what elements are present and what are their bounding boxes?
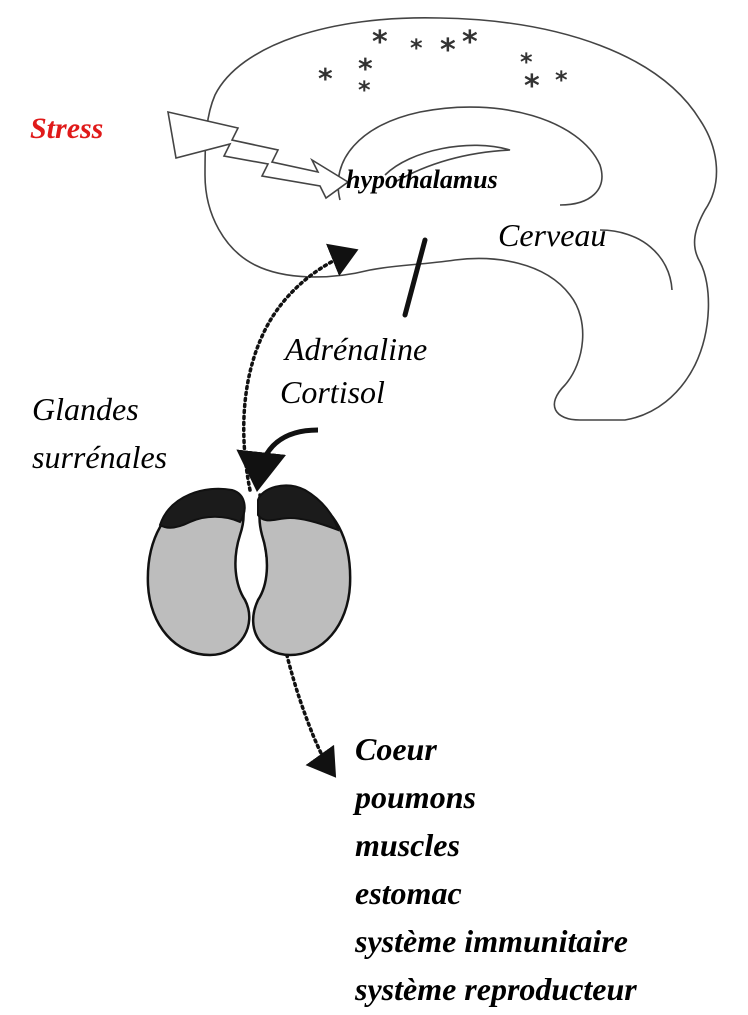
hypothalamus-label: hypothalamus xyxy=(346,165,498,194)
brain-outline xyxy=(205,18,716,420)
right-adrenal-gland xyxy=(253,485,350,655)
target-organs-list: Coeur poumons muscles estomac système im… xyxy=(352,731,637,1007)
star-icon: * xyxy=(372,25,388,60)
target-organ: système immunitaire xyxy=(354,923,628,959)
target-organ: estomac xyxy=(355,875,462,911)
cortisol-label: Cortisol xyxy=(280,374,385,410)
star-icon: * xyxy=(440,33,456,68)
target-organ: système reproducteur xyxy=(354,971,637,1007)
dotted-arrow-to-hypothalamus xyxy=(244,252,352,490)
star-icon: * xyxy=(318,62,333,95)
star-icon: * xyxy=(524,69,540,104)
cerveau-label: Cerveau xyxy=(498,217,606,253)
target-organ: Coeur xyxy=(355,731,437,767)
star-icon: * xyxy=(358,76,371,104)
adrenaline-label: Adrénaline xyxy=(283,331,427,367)
brain-illustration xyxy=(205,18,716,420)
adrenal-glands xyxy=(148,485,350,655)
star-icon: * xyxy=(462,25,478,60)
glands-label-line2: surrénales xyxy=(32,439,167,475)
star-icon: * xyxy=(555,66,568,94)
left-adrenal-gland xyxy=(148,489,249,655)
target-organ: poumons xyxy=(352,779,476,815)
stress-label: Stress xyxy=(30,112,103,145)
target-organ: muscles xyxy=(355,827,460,863)
glands-label-line1: Glandes xyxy=(32,391,139,427)
star-icon: * xyxy=(410,34,423,62)
hormone-release-arrow xyxy=(258,430,318,482)
